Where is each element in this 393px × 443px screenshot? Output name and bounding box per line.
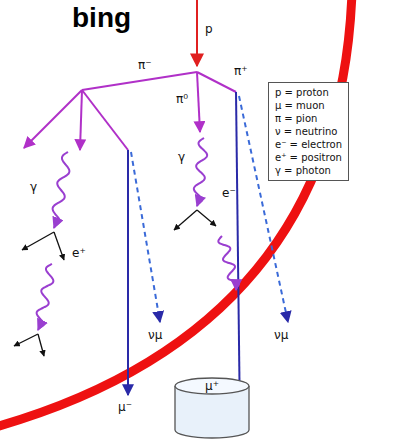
electron-track [174, 210, 197, 230]
photon-wave [37, 264, 54, 330]
key-entry: e⁻ = electron [275, 138, 342, 151]
key-entry: e⁺ = positron [275, 151, 342, 164]
particle-label: μ⁺ [172, 379, 252, 393]
electron-track [38, 334, 44, 356]
particle-label: νμ [274, 328, 288, 342]
particle-label: e⁺ [72, 246, 86, 260]
pion-track [80, 90, 82, 150]
particle-label: p [205, 22, 213, 36]
muon-track [236, 92, 240, 426]
photon-wave [218, 236, 239, 290]
pion-track [24, 90, 82, 148]
muon-track [127, 150, 129, 395]
electron-track [197, 210, 216, 226]
key-box: p = protonμ = muonπ = pionν = neutrinoe⁻… [268, 82, 349, 181]
key-entry: ν = neutrino [275, 125, 342, 138]
particle-label: π⁻ [138, 58, 152, 72]
particle-label: γ [178, 150, 185, 164]
particle-label: π⁰ [176, 92, 188, 106]
photon-wave [53, 152, 70, 228]
pion-track [82, 90, 128, 150]
electron-track [14, 334, 38, 346]
electron-track [22, 232, 54, 250]
photon-wave [194, 138, 207, 206]
pion-track [197, 72, 200, 132]
key-entry: γ = photon [275, 164, 342, 177]
particle-label: νμ [148, 328, 162, 342]
key-entry: π = pion [275, 112, 342, 125]
neutrino-track [131, 152, 160, 322]
particle-label: μ⁻ [118, 400, 132, 414]
particle-label: π⁺ [234, 64, 248, 78]
key-entry: p = proton [275, 86, 342, 99]
particle-label: e⁻ [222, 186, 236, 200]
electron-track [54, 232, 64, 260]
particle-label: γ [30, 180, 37, 194]
water-tank: μ⁺ [172, 376, 252, 440]
proton-track [196, 0, 198, 66]
key-entry: μ = muon [275, 99, 342, 112]
pion-track [197, 72, 236, 92]
pion-track [82, 72, 197, 90]
red-arc [0, 0, 352, 428]
title: bing [72, 2, 131, 34]
